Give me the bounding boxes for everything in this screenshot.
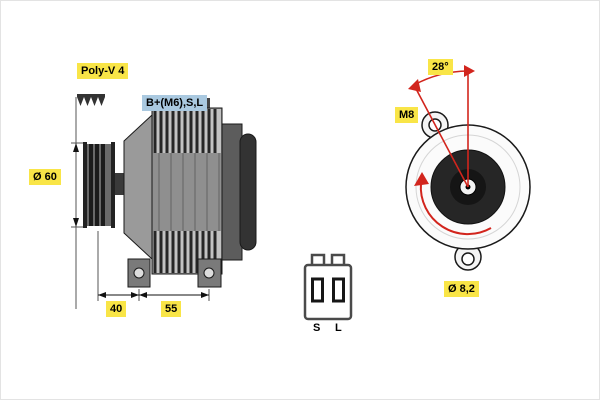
cooling-fins-bottom — [153, 231, 217, 273]
poly-v-label: Poly-V 4 — [77, 63, 129, 79]
front-bracket — [123, 113, 153, 261]
hole-diameter-label: Ø 8,2 — [444, 281, 479, 297]
shaft — [115, 173, 124, 195]
poly-v-belt-icon — [77, 94, 105, 106]
rear-cover — [221, 123, 243, 261]
dimension-40-label: 40 — [106, 301, 127, 317]
m8-thread-label: M8 — [395, 107, 419, 123]
terminal-slot-s — [311, 277, 324, 303]
terminal-l-label: L — [335, 322, 342, 334]
plug-connector — [303, 253, 353, 321]
cooling-fins-top — [153, 109, 217, 153]
terminal-s-label: S — [313, 322, 321, 334]
pulley — [83, 142, 115, 228]
alternator-rear-view — [405, 65, 531, 271]
connector-tab-left — [310, 253, 326, 267]
mounting-feet — [127, 258, 222, 288]
terminal-spec-label: B+(M6),S,L — [142, 95, 208, 111]
terminal-slot-l — [332, 277, 345, 303]
stator-housing — [151, 107, 223, 275]
mount-angle-label: 28° — [428, 59, 453, 75]
rear-foot-hole — [203, 267, 215, 279]
connector-tab-right — [330, 253, 346, 267]
rotation-arrow — [414, 172, 492, 236]
rear-cap — [239, 133, 257, 251]
alternator-side-view — [71, 94, 257, 309]
pulley-grooves — [89, 144, 105, 226]
mount-hole-8-2 — [461, 252, 475, 266]
pulley-diameter-label: Ø 60 — [29, 169, 61, 185]
front-foot-hole — [133, 267, 145, 279]
bottom-dimensions — [97, 231, 210, 301]
dimension-55-label: 55 — [161, 301, 182, 317]
